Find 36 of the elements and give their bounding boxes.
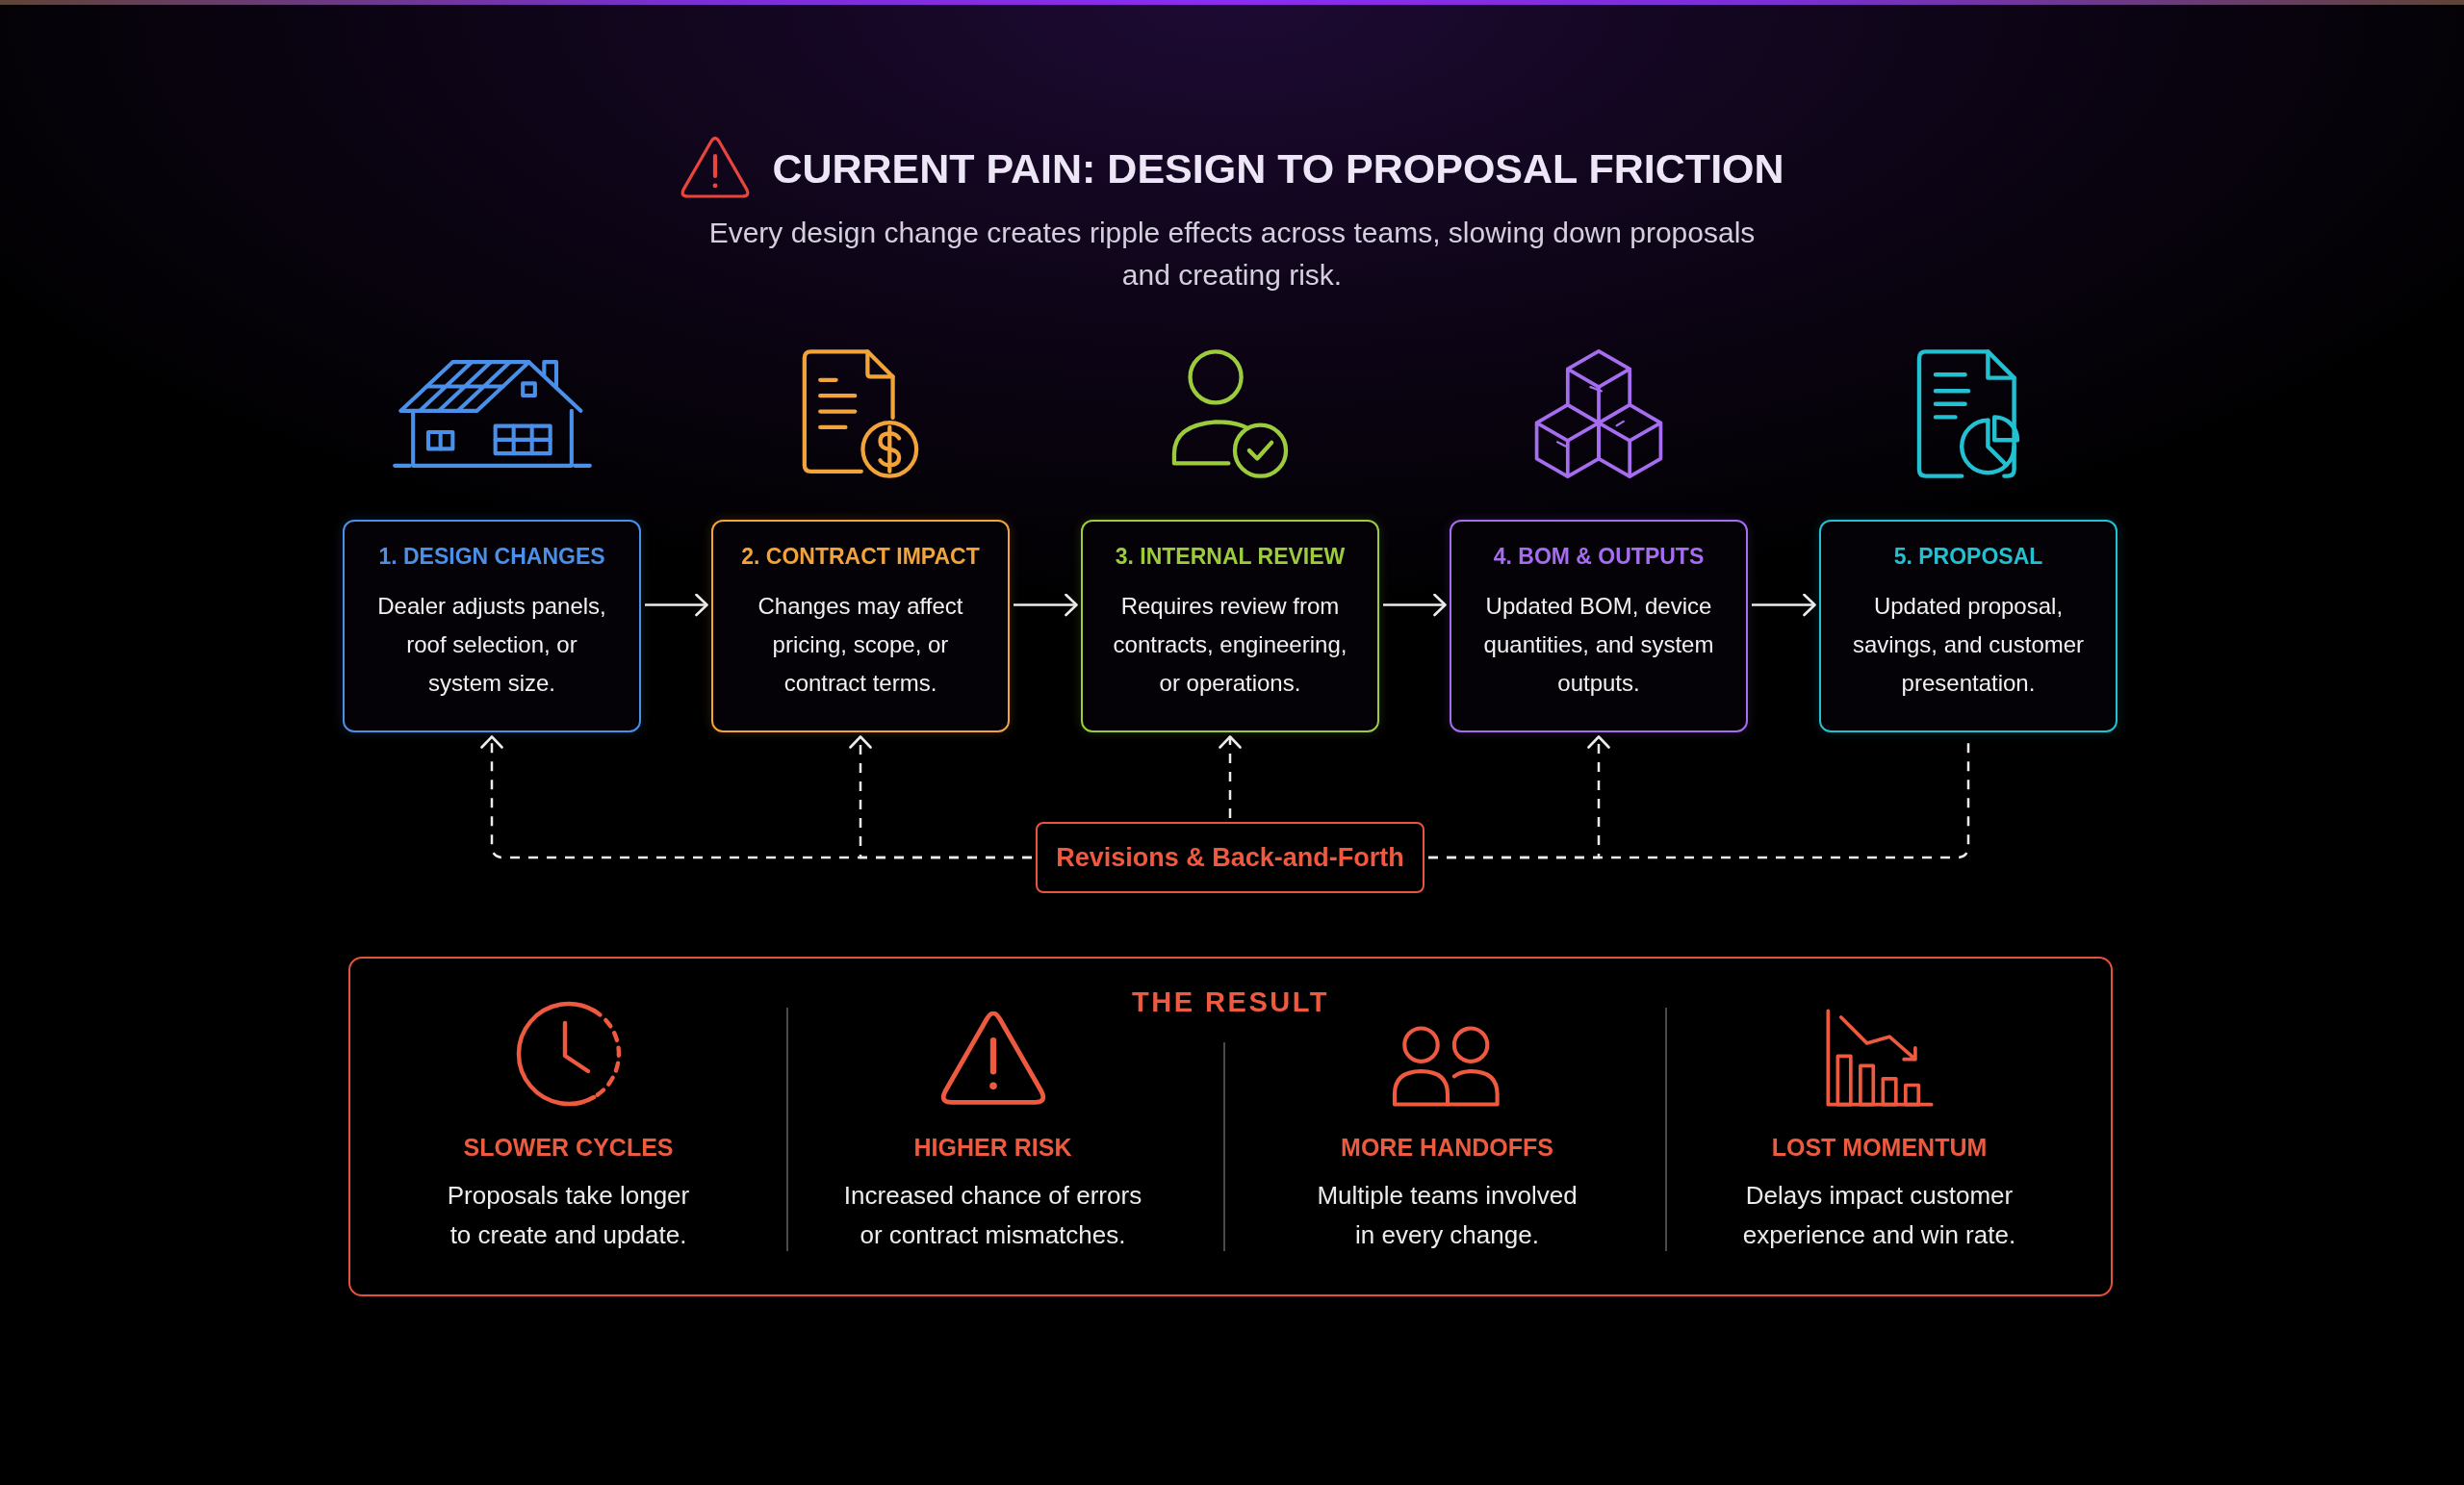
feedback-loop-label: Revisions & Back-and-Forth <box>1056 842 1404 874</box>
result-title: MORE HANDOFFS <box>1341 1132 1553 1163</box>
step-title: 1. DESIGN CHANGES <box>378 543 605 570</box>
dashed-arrow <box>849 735 1032 859</box>
process-step-box <box>711 520 1010 732</box>
step-title: 2. CONTRACT IMPACT <box>741 543 980 570</box>
page-title: CURRENT PAIN: DESIGN TO PROPOSAL FRICTION <box>772 144 1784 193</box>
step-title: 3. INTERNAL REVIEW <box>1115 543 1346 570</box>
step-description: Updated proposal, savings, and customer presentation. <box>1851 592 2086 698</box>
step-description: Changes may affect pricing, scope, or contract terms. <box>757 592 964 698</box>
step-title: 4. BOM & OUTPUTS <box>1493 543 1705 570</box>
step-description: Requires review from contracts, engineering, or operations. <box>1112 592 1348 698</box>
result-title: SLOWER CYCLES <box>463 1132 674 1163</box>
arrow <box>1383 593 1447 617</box>
panel-title: THE RESULT <box>1132 986 1329 1018</box>
feedback-loop-box <box>1036 822 1424 893</box>
result-description: Proposals take longer to create and update. <box>446 1179 691 1251</box>
process-step-box <box>343 520 641 732</box>
arrow <box>645 593 708 617</box>
result-description: Increased chance of errors or contract mismatches. <box>842 1179 1143 1251</box>
process-step-box <box>1819 520 2118 732</box>
dashed-arrow <box>1219 735 1242 818</box>
step-description: Updated BOM, device quantities, and system outputs. <box>1482 592 1715 698</box>
result-panel <box>348 957 2113 1296</box>
result-title: HIGHER RISK <box>913 1132 1072 1163</box>
step-description: Dealer adjusts panels, roof selection, or system size. <box>376 592 607 698</box>
arrow <box>1014 593 1078 617</box>
process-step-box <box>1450 520 1748 732</box>
result-description: Delays impact customer experience and win rate. <box>1741 1179 2017 1251</box>
result-description: Multiple teams involved in every change. <box>1316 1179 1578 1251</box>
subtitle: Every design change creates ripple effects across teams, slowing down proposals and creating risk. <box>707 216 1757 293</box>
step-title: 5. PROPOSAL <box>1893 543 2043 570</box>
result-title: LOST MOMENTUM <box>1771 1132 1988 1163</box>
arrow <box>1752 593 1816 617</box>
dashed-arrow <box>1428 735 1610 859</box>
process-step-box <box>1081 520 1379 732</box>
